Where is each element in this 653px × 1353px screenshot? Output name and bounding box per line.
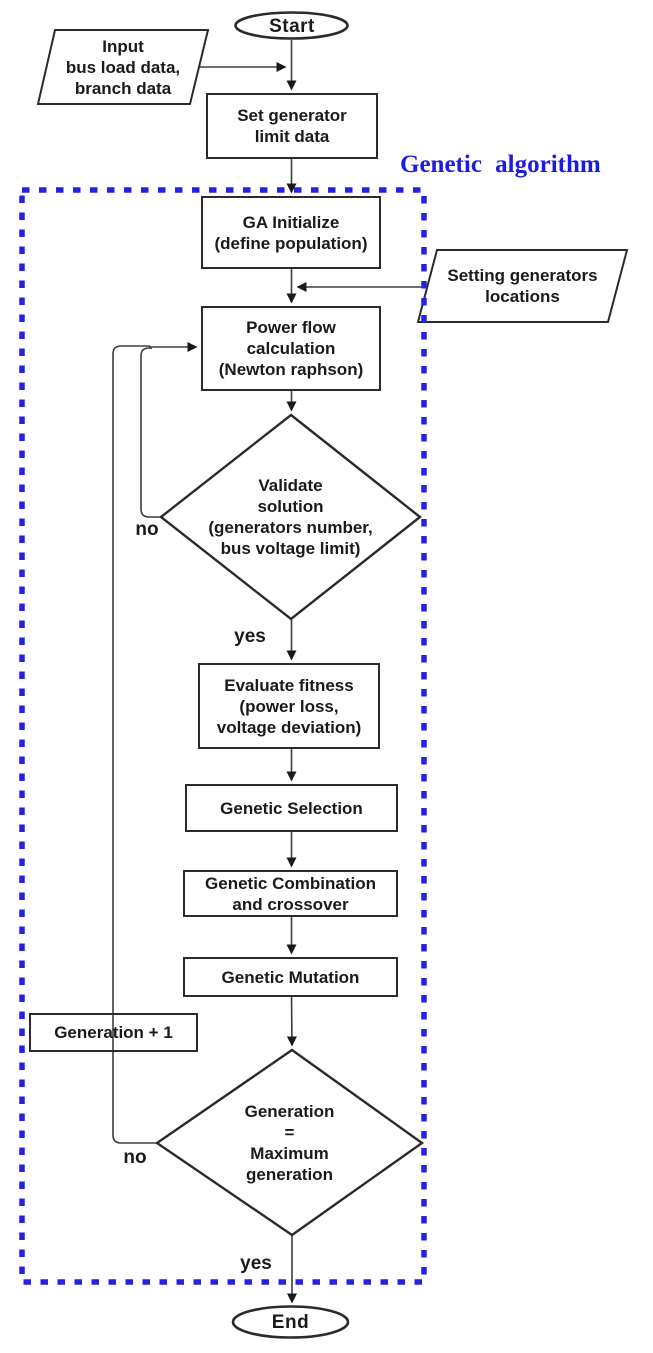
node-shape-start (234, 11, 349, 40)
node-shape-validate-decision (159, 413, 422, 621)
node-shape-genetic-combination (183, 870, 398, 917)
edge-label-generation-yes: yes (240, 1253, 272, 1274)
node-shape-generation-check-decision (154, 1048, 425, 1237)
edge-label-validate-yes: yes (234, 626, 266, 647)
edge-validate-no-loop (140, 347, 161, 518)
genetic-algorithm-title: Genetic algorithm (400, 151, 601, 178)
node-shape-power-flow (201, 306, 381, 391)
node-shape-evaluate-fitness (198, 663, 380, 749)
node-shape-input-data (36, 29, 210, 105)
node-shape-genetic-mutation (183, 957, 398, 997)
edge-generationcheck-no-loop (112, 345, 157, 1144)
node-shape-genetic-selection (185, 784, 398, 832)
node-shape-end (231, 1305, 350, 1339)
node-shape-setting-locations (416, 249, 629, 323)
node-shape-set-limits (206, 93, 378, 159)
edge-mutation-to-generationcheck (286, 995, 297, 1047)
edge-label-generation-no: no (123, 1147, 147, 1168)
node-shape-ga-initialize (201, 196, 381, 269)
edge-label-validate-no: no (135, 519, 159, 540)
